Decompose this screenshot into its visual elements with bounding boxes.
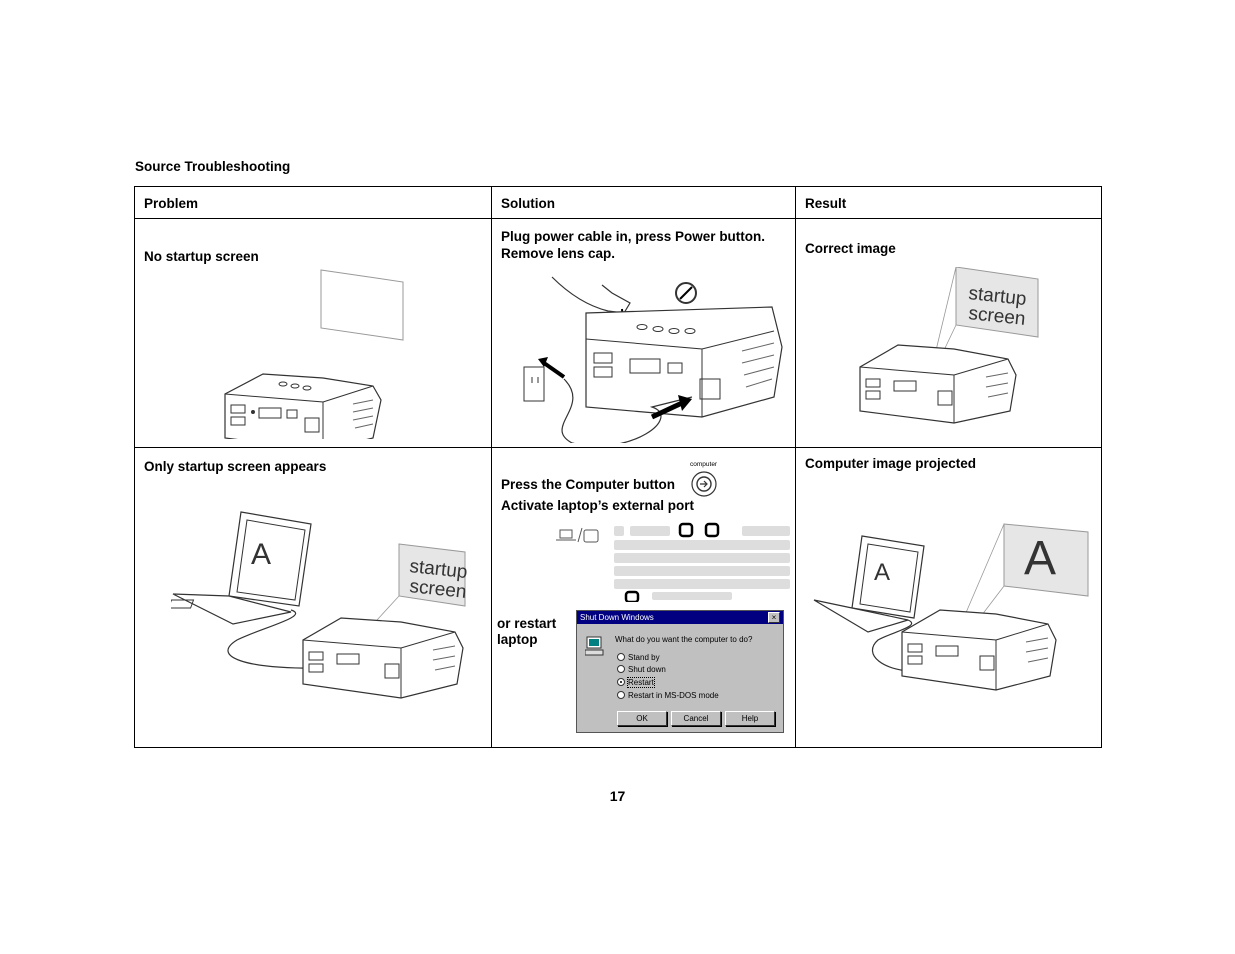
projected-letter: A: [1024, 532, 1056, 585]
close-icon[interactable]: ×: [768, 612, 780, 623]
fn-key-highlight: [624, 590, 640, 602]
result-cell: Computer image projected A A: [795, 447, 1102, 748]
function-key-highlight: [678, 522, 694, 538]
table-row: No startup screen: [134, 218, 1102, 448]
laptop-monitor-icon: [559, 529, 573, 539]
dialog-title-bar: Shut Down Windows ×: [577, 611, 783, 624]
computer-icon: [585, 636, 604, 656]
header-problem: Problem: [134, 186, 492, 219]
or-restart-text-2: laptop: [497, 632, 538, 647]
help-button[interactable]: Help: [725, 711, 775, 726]
laptop-projector-startup-illustration: A startup screen: [171, 511, 468, 699]
header-solution: Solution: [491, 186, 796, 219]
problem-text: Only startup screen appears: [144, 459, 327, 474]
dialog-question: What do you want the computer to do?: [615, 635, 753, 644]
header-result: Result: [795, 186, 1102, 219]
computer-button-label: computer: [690, 461, 718, 468]
page-number: 17: [609, 788, 626, 804]
computer-button-illustration: computer: [690, 461, 718, 497]
solution-cell: Plug power cable in, press Power button.…: [491, 218, 796, 448]
option-shut-down[interactable]: Shut down: [617, 664, 666, 674]
laptop-letter: A: [251, 538, 271, 571]
result-text: Computer image projected: [805, 456, 977, 471]
section-title: Source Troubleshooting: [135, 159, 291, 174]
laptop-keyboard-illustration: [556, 522, 790, 602]
solution-text-2: Activate laptop’s external port: [501, 498, 695, 513]
ok-button[interactable]: OK: [617, 711, 667, 726]
result-cell: Correct image startup screen: [795, 218, 1102, 448]
problem-text: No startup screen: [144, 249, 259, 264]
option-stand-by[interactable]: Stand by: [617, 652, 660, 662]
solution-text-1: Press the Computer button: [501, 477, 676, 492]
table-row: Only startup screen appears A startup sc…: [134, 447, 1102, 748]
problem-cell: No startup screen: [134, 218, 492, 448]
or-restart-text-1: or restart: [497, 616, 557, 631]
problem-cell: Only startup screen appears A startup sc…: [134, 447, 492, 748]
solution-cell: Press the Computer button Activate lapto…: [491, 447, 796, 748]
troubleshooting-table: Problem Solution Result No startup scree…: [134, 186, 1102, 748]
solution-text-2: Remove lens cap.: [501, 246, 616, 261]
monitor-icon: [583, 529, 599, 543]
projector-startup-screen-illustration: startup screen: [859, 267, 1039, 424]
power-cable-lens-cap-illustration: [523, 276, 783, 443]
laptop-projector-image-illustration: A A: [813, 523, 1089, 691]
projector-blank-screen-illustration: [224, 269, 404, 439]
cancel-button[interactable]: Cancel: [671, 711, 721, 726]
function-key-highlight: [704, 522, 720, 538]
shut-down-dialog: Shut Down Windows × What do you want the…: [576, 610, 784, 733]
laptop-letter: A: [874, 559, 890, 586]
dialog-title: Shut Down Windows: [580, 613, 654, 622]
option-restart[interactable]: Restart: [617, 677, 655, 688]
result-text: Correct image: [805, 241, 896, 256]
option-restart-ms-dos[interactable]: Restart in MS-DOS mode: [617, 690, 719, 700]
solution-text-1: Plug power cable in, press Power button.: [501, 229, 766, 244]
